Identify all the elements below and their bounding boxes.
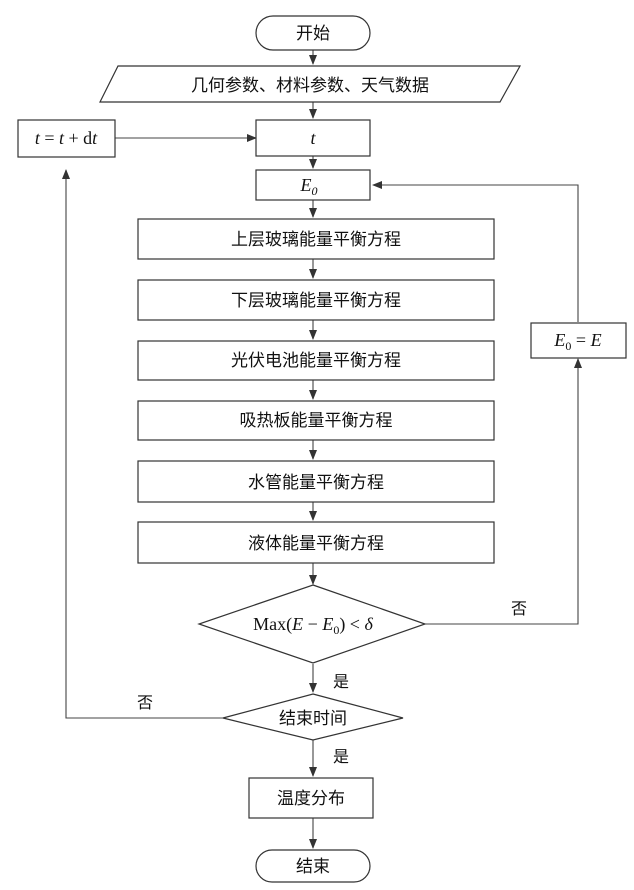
eq5-label: 水管能量平衡方程	[248, 473, 384, 493]
eq3-box	[137, 340, 495, 381]
end-terminator	[255, 849, 371, 883]
edge-e0update-e0	[372, 181, 579, 322]
e0-update-label: E0 = E	[553, 330, 601, 353]
e0-update-eq: =	[571, 330, 590, 350]
converge-label: Max(E − E0) < δ	[253, 614, 373, 637]
node-time: t	[255, 119, 371, 157]
time-update-box	[17, 119, 116, 158]
node-eq5: 水管能量平衡方程	[137, 460, 495, 503]
eq6-box	[137, 521, 495, 564]
label-yes-converge: 是	[333, 672, 349, 691]
e0-update-e: E	[553, 330, 565, 350]
node-time-update: t = t + dt	[17, 119, 116, 158]
e0-label: E0	[300, 175, 318, 198]
label-no-end-time: 否	[137, 693, 153, 712]
node-end-time: 结束时间	[222, 693, 404, 741]
temperature-box	[248, 777, 374, 819]
converge-delta: δ	[364, 614, 373, 634]
converge-e: E	[291, 614, 303, 634]
start-label: 开始	[296, 24, 330, 44]
label-yes-end-time: 是	[333, 747, 349, 766]
node-converge: Max(E − E0) < δ	[197, 584, 427, 664]
e0-update-box	[530, 322, 627, 359]
edges	[62, 50, 582, 849]
end-time-diamond	[222, 693, 404, 741]
node-eq4: 吸热板能量平衡方程	[137, 400, 495, 441]
start-terminator	[255, 15, 371, 51]
node-eq3: 光伏电池能量平衡方程	[137, 340, 495, 381]
e0-main: E	[300, 175, 312, 195]
time-update-label: t = t + dt	[35, 128, 98, 148]
eq3-label: 光伏电池能量平衡方程	[231, 351, 401, 371]
end-time-label: 结束时间	[279, 709, 347, 729]
time-update-eq: =	[40, 128, 59, 148]
e0-update-sub: 0	[565, 339, 571, 353]
converge-minus: −	[303, 614, 322, 634]
eq1-label: 上层玻璃能量平衡方程	[231, 230, 401, 250]
node-input: 几何参数、材料参数、天气数据	[99, 65, 522, 103]
time-update-t1: t	[35, 128, 41, 148]
converge-pre: Max(	[253, 614, 292, 635]
eq5-box	[137, 460, 495, 503]
edge-converge-e0update	[425, 358, 582, 625]
converge-e0: E	[321, 614, 333, 634]
node-temperature: 温度分布	[248, 777, 374, 819]
eq4-label: 吸热板能量平衡方程	[240, 411, 393, 431]
time-update-plus: + d	[64, 128, 92, 148]
converge-diamond	[197, 584, 427, 664]
eq2-label: 下层玻璃能量平衡方程	[231, 291, 401, 311]
node-eq6: 液体能量平衡方程	[137, 521, 495, 564]
e0-sub: 0	[312, 184, 318, 198]
eq4-box	[137, 400, 495, 441]
e0-update-e2: E	[590, 330, 602, 350]
eq6-label: 液体能量平衡方程	[248, 534, 384, 554]
edge-labels: 否 是 否 是	[137, 599, 527, 766]
input-label: 几何参数、材料参数、天气数据	[191, 76, 429, 96]
eq2-box	[137, 279, 495, 321]
temperature-label: 温度分布	[277, 789, 345, 809]
node-eq1: 上层玻璃能量平衡方程	[137, 218, 495, 260]
node-e0: E0	[255, 169, 371, 201]
time-update-t2: t	[59, 128, 65, 148]
input-parallelogram	[99, 65, 522, 103]
node-e0-update: E0 = E	[530, 322, 627, 359]
end-label: 结束	[296, 857, 330, 877]
e0-box	[255, 169, 371, 201]
time-box	[255, 119, 371, 157]
time-label: t	[310, 128, 316, 148]
converge-e0-sub: 0	[333, 623, 339, 637]
node-start: 开始	[255, 15, 371, 51]
node-eq2: 下层玻璃能量平衡方程	[137, 279, 495, 321]
label-no-converge: 否	[511, 599, 527, 618]
time-update-t3: t	[92, 128, 98, 148]
eq1-box	[137, 218, 495, 260]
converge-post: ) <	[339, 614, 364, 635]
edge-endtime-timeupdate	[62, 169, 223, 719]
node-end: 结束	[255, 849, 371, 883]
